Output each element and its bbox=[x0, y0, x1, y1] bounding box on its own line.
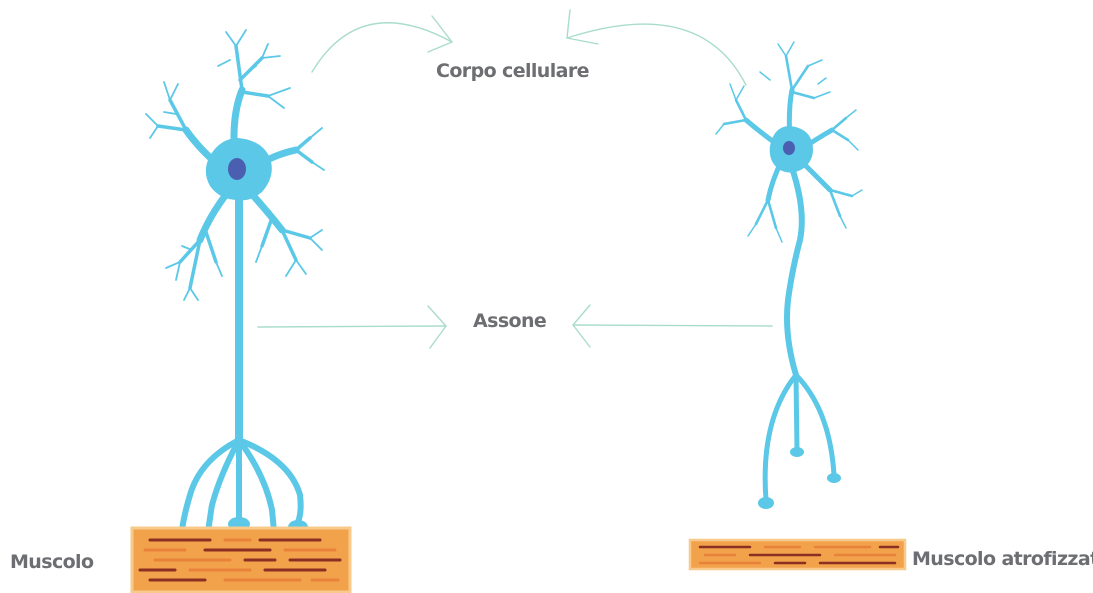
arrow-right-cell-body bbox=[567, 24, 746, 85]
terminal bbox=[758, 497, 774, 509]
axon-label: Assone bbox=[473, 312, 546, 331]
terminal bbox=[790, 447, 804, 457]
arrowhead-left-axon bbox=[428, 306, 446, 348]
muscle-label: Muscolo bbox=[10, 553, 93, 572]
terminal bbox=[827, 473, 841, 483]
arrow-left-cell-body bbox=[312, 23, 452, 72]
arrowhead-right-cell-body bbox=[567, 10, 598, 44]
cell-body-label: Corpo cellulare bbox=[436, 62, 589, 81]
healthy-muscle bbox=[132, 528, 350, 592]
atrophied-muscle-label: Muscolo atrofizzato bbox=[912, 550, 1093, 569]
arrowhead-left-cell-body bbox=[428, 16, 452, 52]
atrophied-neuron bbox=[716, 42, 862, 500]
atrophied-neuron-nucleus bbox=[783, 141, 795, 155]
arrow-right-axon bbox=[573, 325, 772, 326]
atrophied-muscle bbox=[690, 540, 905, 569]
healthy-neuron bbox=[146, 30, 324, 570]
healthy-neuron-nucleus bbox=[228, 158, 246, 180]
arrowhead-right-axon bbox=[573, 305, 590, 347]
arrow-left-axon bbox=[258, 326, 446, 327]
